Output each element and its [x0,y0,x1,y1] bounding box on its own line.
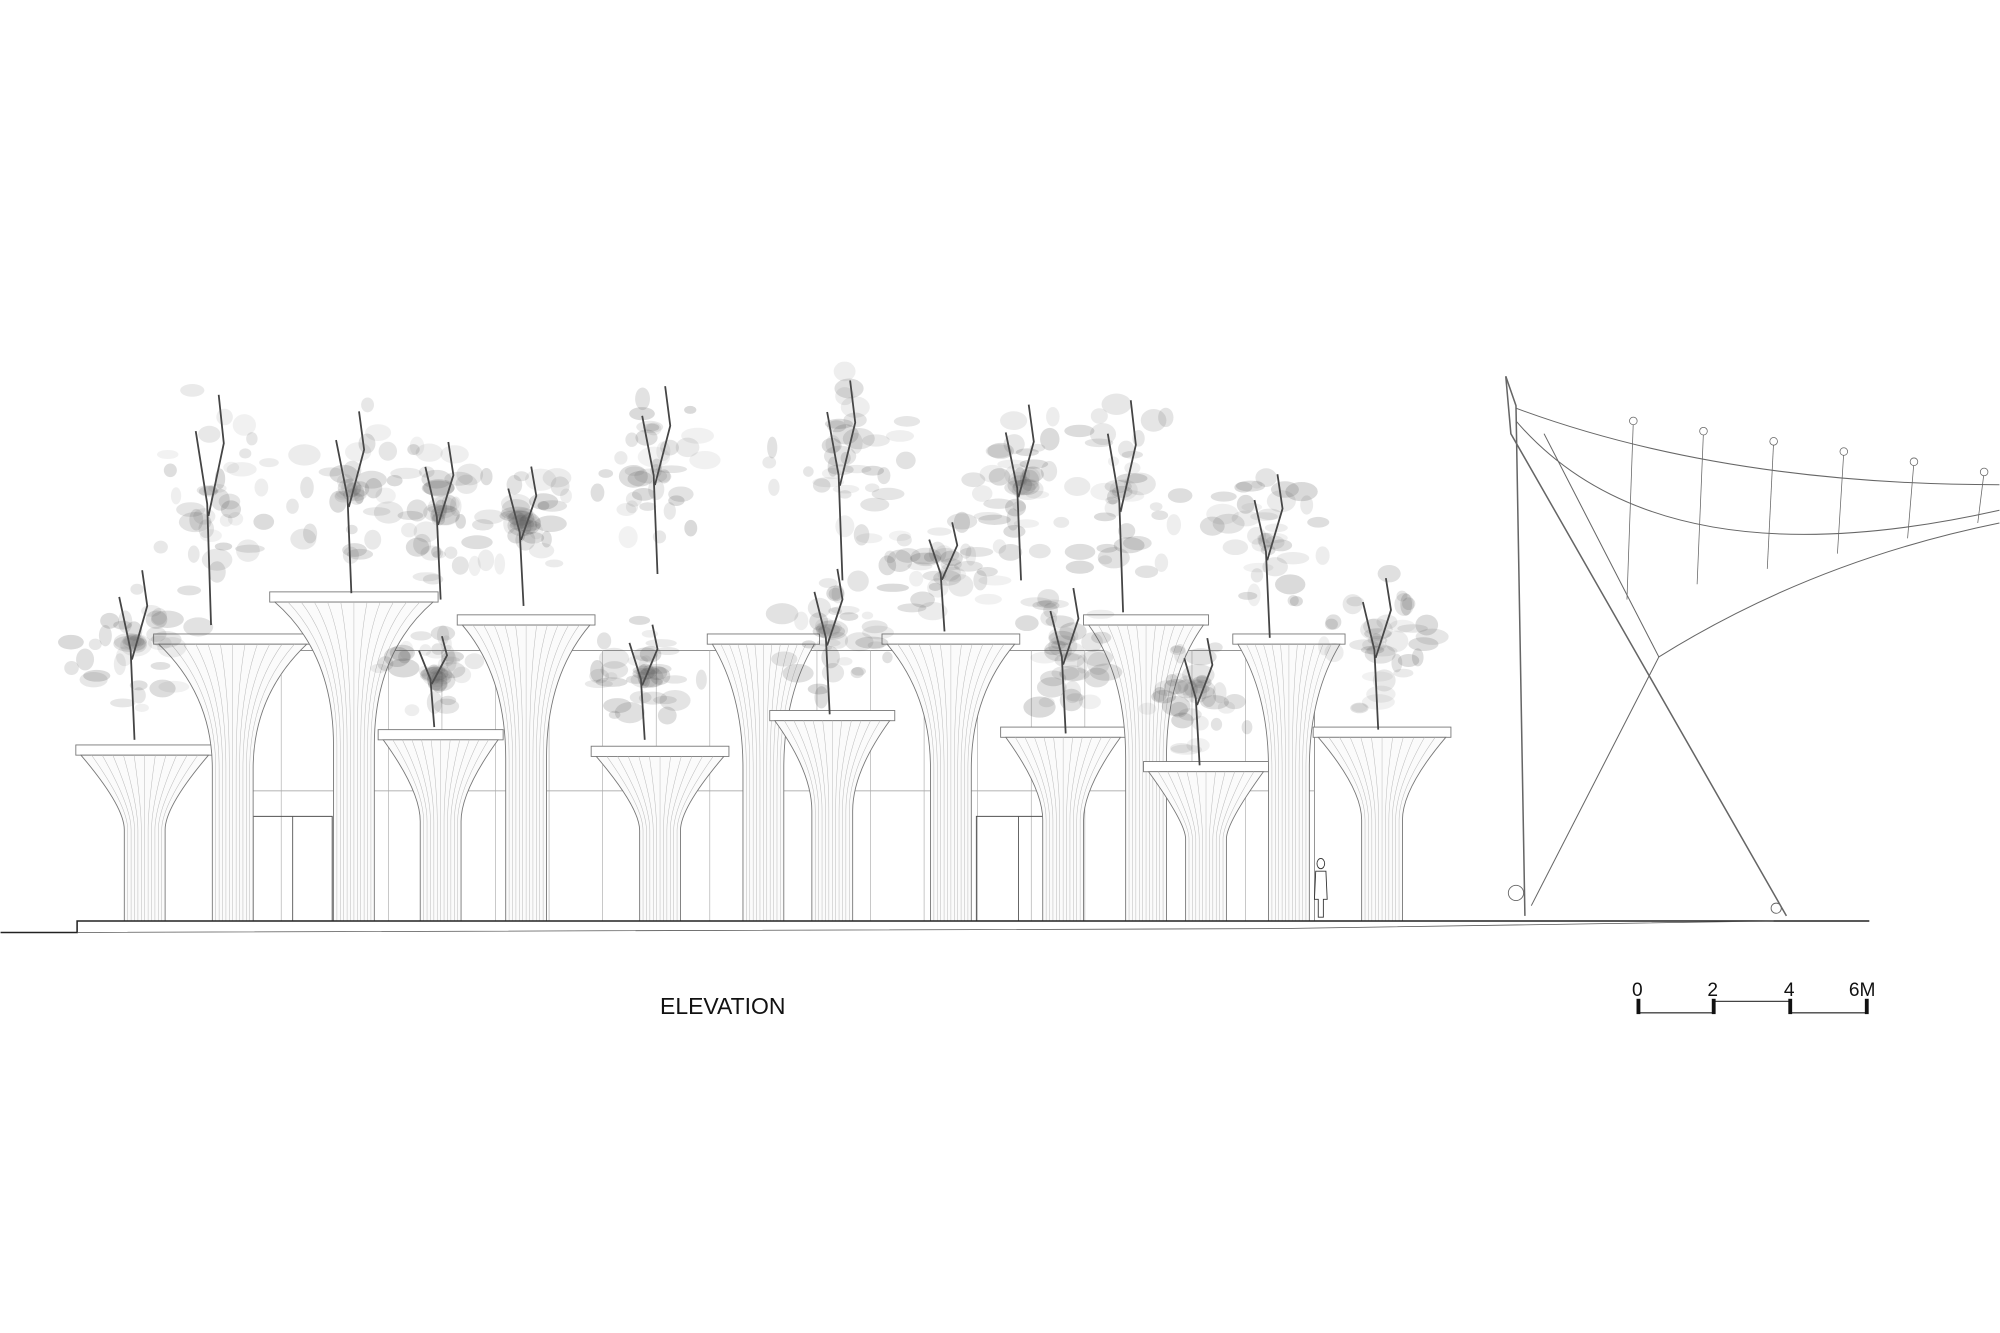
tree [370,625,485,728]
funnel-column [269,591,439,922]
tree-trunk [826,380,857,581]
planter-rim [377,729,504,741]
funnel-column [1312,726,1452,922]
tree-trunk [1362,578,1392,730]
planter-rim [590,745,730,757]
tree-trunk [507,466,538,606]
tree [1064,393,1193,613]
funnel-column [769,710,896,922]
tree-trunk [335,411,366,594]
tree-columns [75,591,1452,922]
entrance-door [252,815,333,922]
scale-label-2: 2 [1707,980,1718,1001]
scale-label-6m: 6M [1849,980,1876,1001]
human-scale-figure [1313,858,1328,918]
funnel-column [1083,614,1210,922]
tree [762,361,921,581]
tree [58,570,214,740]
tree-trunk [424,441,455,600]
funnel-column [706,633,820,922]
tree-trunk [928,522,959,632]
funnel-column [1000,726,1127,922]
planter-rim [881,633,1021,645]
funnel-column [1232,633,1346,922]
tree-trunk [418,635,448,728]
planter-rim [269,591,439,603]
funnel-column [881,633,1021,922]
tree [961,404,1070,581]
trees [58,361,1449,766]
tree [584,615,707,740]
tree-trunk [1253,474,1284,638]
planter-rim [769,710,896,722]
scale-bar: 0 2 4 6M [1632,980,1876,1015]
mast-structure [1505,376,2000,917]
tree [397,436,494,600]
planter-rim [1143,761,1269,773]
tree [590,386,721,575]
tree [455,466,572,606]
planter-rim [75,744,215,756]
funnel-column [377,729,504,922]
tree [1199,468,1330,638]
scale-label-0: 0 [1632,980,1643,1001]
tree-trunk [628,624,659,740]
tree-trunk [1106,400,1137,613]
planter-rim [1312,726,1452,738]
tree-trunk [641,386,672,575]
tree-trunk [1004,404,1035,581]
tree [286,397,422,594]
tree-trunk [194,394,225,626]
tree [876,511,1012,632]
planter-rim [1000,726,1127,738]
tree [153,383,279,626]
tree-trunk [1183,637,1214,766]
tree-trunk [118,570,149,740]
tree [1015,587,1123,734]
ground-line [0,920,1870,934]
tree [1138,637,1253,766]
tree-trunk [1049,587,1080,734]
tree [1318,564,1449,730]
funnel-column [75,744,215,922]
planter-rim [456,614,596,626]
scale-label-4: 4 [1784,980,1795,1001]
tree-trunk [813,568,844,715]
drawing-title: ELEVATION [660,993,785,1019]
tree [765,568,894,715]
funnel-column [590,745,730,922]
